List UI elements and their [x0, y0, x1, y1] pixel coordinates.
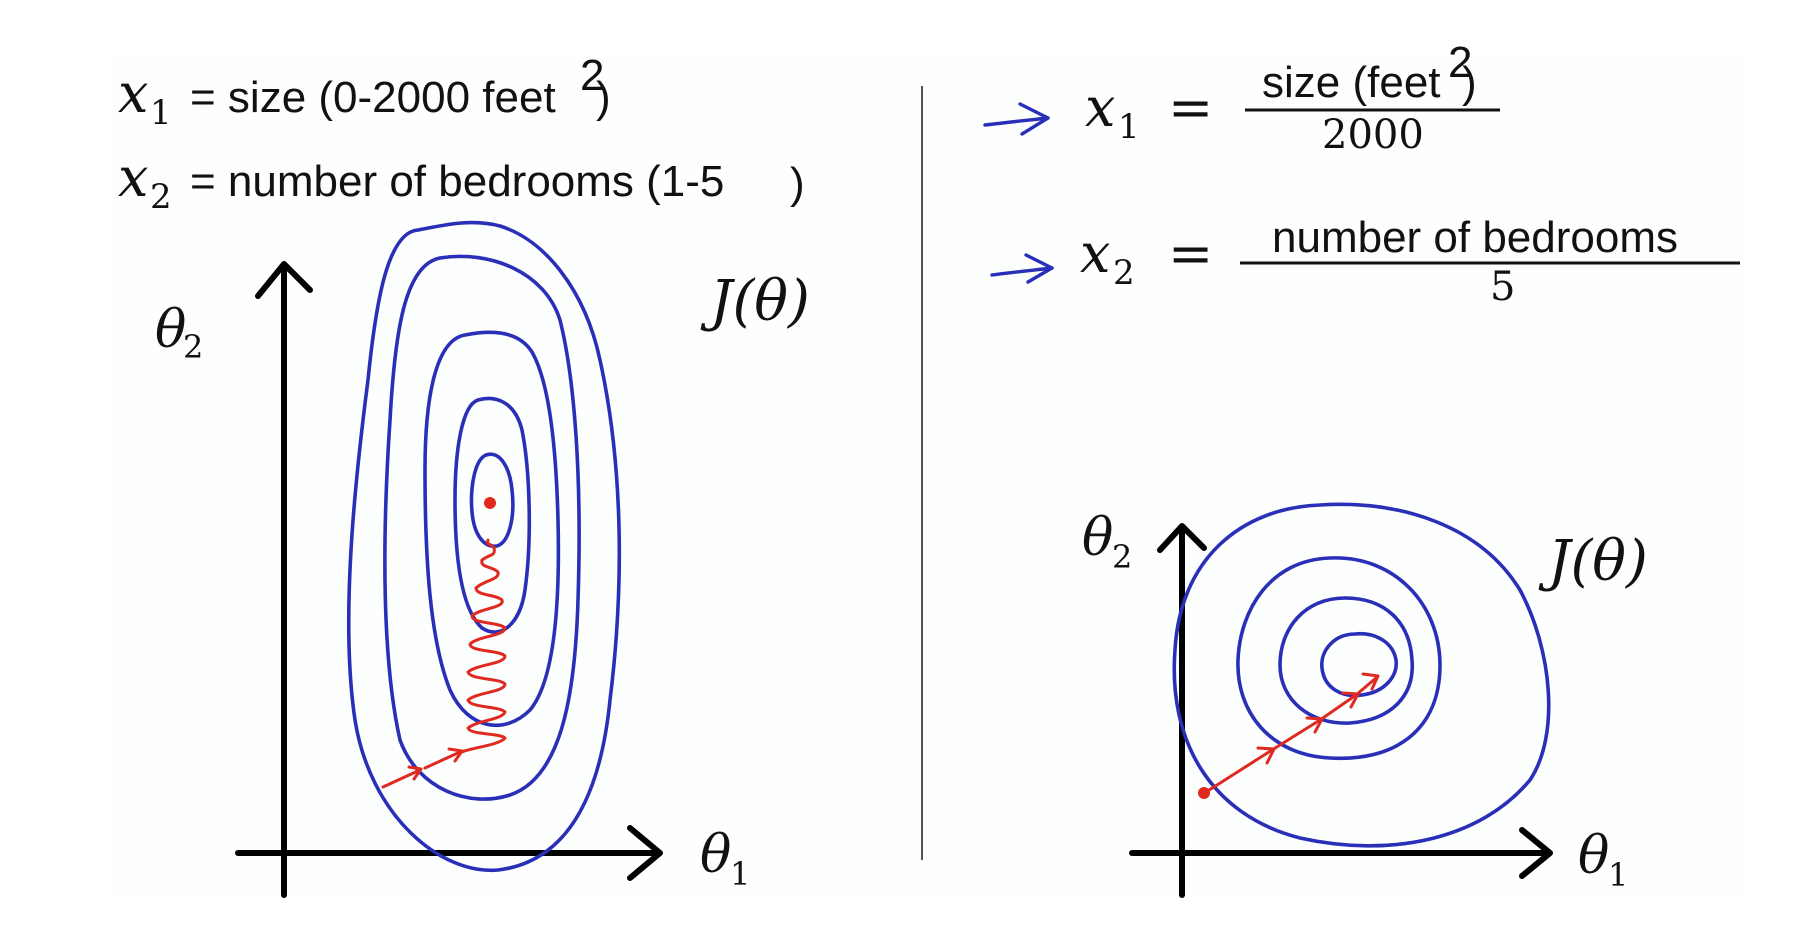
left-x2-text: = number of bedrooms (1-5	[190, 157, 724, 206]
right-x2-denominator: 5	[1490, 264, 1515, 310]
right-x-axis-arrowhead	[1519, 827, 1553, 879]
left-descent-arrowhead-1	[407, 765, 423, 781]
left-x1-var: x	[118, 62, 148, 125]
right-x1-definition: x 1 = size (feet 2 ) 2000	[983, 38, 1500, 158]
right-x1-numerator: size (feet	[1262, 58, 1441, 107]
left-contour-1	[346, 220, 622, 872]
right-descent-arrow-3	[1318, 693, 1358, 722]
left-theta1-var: θ	[700, 825, 731, 885]
left-descent-zigzag	[460, 538, 507, 754]
left-theta2-sub: 2	[183, 328, 203, 366]
right-x1-numerator-sup: 2	[1448, 38, 1472, 87]
left-contour-5	[469, 452, 515, 548]
right-x1-equals: =	[1168, 76, 1213, 139]
right-x1-pointer-arrow	[983, 116, 1050, 127]
right-x2-pointer-arrow	[990, 266, 1054, 277]
right-x1-numerator-close: )	[1462, 58, 1477, 107]
right-contour-1	[1172, 502, 1551, 848]
left-contour-2	[383, 254, 581, 801]
left-x1-definition: x 1 = size (0-2000 feet 2 )	[118, 51, 611, 133]
left-descent-arrow-2	[423, 750, 462, 770]
right-x1-pointer-arrowhead	[1018, 102, 1050, 136]
right-x2-pointer-arrowhead	[1024, 253, 1054, 284]
right-y-axis-arrowhead	[1157, 523, 1207, 553]
right-descent-arrow-1	[1204, 748, 1274, 794]
left-x1-close: )	[596, 73, 611, 122]
right-descent-arrow-4	[1354, 676, 1378, 697]
left-x-axis-arrowhead	[627, 825, 663, 881]
left-x2-close: )	[790, 159, 805, 208]
right-start-point	[1198, 787, 1210, 799]
right-contour-4	[1320, 632, 1398, 698]
right-x1-sub: 1	[1118, 107, 1140, 147]
right-descent-arrowhead-4	[1361, 672, 1380, 691]
left-y-axis-arrowhead	[255, 261, 313, 299]
right-theta2-var: θ	[1082, 508, 1113, 568]
right-cost-label: J(θ)	[1538, 529, 1648, 594]
left-theta1-sub: 1	[730, 855, 750, 893]
right-contour-2	[1236, 556, 1442, 761]
left-x2-sub: 2	[150, 177, 172, 217]
left-x2-definition: x 2 = number of bedrooms (1-5 )	[118, 146, 805, 217]
left-x1-sub: 1	[150, 93, 172, 133]
right-x2-var: x	[1080, 222, 1110, 285]
left-x2-var: x	[118, 146, 148, 209]
left-cost-label: J(θ)	[700, 269, 810, 334]
right-theta1-var: θ	[1578, 826, 1609, 886]
right-x2-numerator: number of bedrooms	[1272, 213, 1678, 262]
right-x2-equals: =	[1168, 222, 1213, 285]
right-contour-plot: θ 2 θ 1 J(θ)	[1082, 502, 1648, 898]
left-x1-sup: 2	[580, 51, 604, 100]
left-descent-arrow-1	[381, 768, 422, 789]
left-contour-3	[423, 330, 561, 727]
right-x2-sub: 2	[1113, 253, 1135, 293]
right-x2-definition: x 2 = number of bedrooms 5	[990, 213, 1740, 310]
right-x1-var: x	[1085, 76, 1115, 139]
right-x1-denominator: 2000	[1322, 112, 1424, 158]
left-x1-text: = size (0-2000 feet	[190, 73, 556, 122]
left-contour-plot: θ 2 θ 1 J(θ)	[155, 220, 810, 898]
right-contour-3	[1278, 596, 1414, 725]
left-minimum-point	[484, 497, 496, 509]
right-theta1-sub: 1	[1608, 856, 1628, 894]
right-theta2-sub: 2	[1112, 538, 1132, 576]
left-theta2-var: θ	[155, 300, 186, 360]
right-descent-arrow-2	[1270, 718, 1322, 752]
